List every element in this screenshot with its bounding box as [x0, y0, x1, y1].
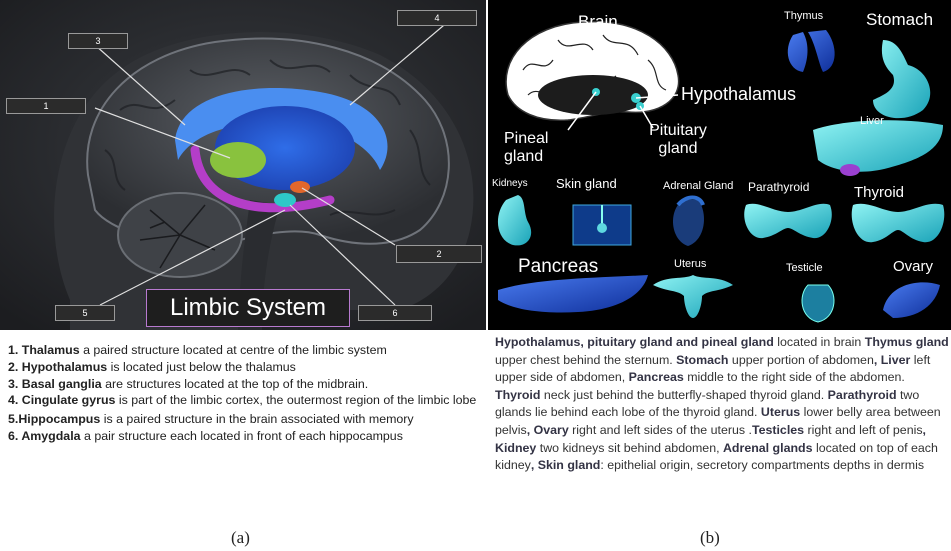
- label-number-2: 2: [396, 245, 482, 263]
- adrenal-gland: [673, 200, 704, 246]
- endocrine-description: Hypothalamus, pituitary gland and pineal…: [495, 334, 951, 475]
- gland-text: : epithelial origin, secretory compartme…: [600, 458, 924, 472]
- gland-text: middle to the right side of the abdomen.: [684, 370, 905, 384]
- stomach: [873, 40, 930, 118]
- label-testicle: Testicle: [786, 262, 823, 274]
- label-number-6: 6: [358, 305, 432, 321]
- label-number-5: 5: [55, 305, 115, 321]
- label-pituitary-gland: Pituitary gland: [638, 122, 718, 158]
- label-adrenal-gland: Adrenal Gland: [663, 180, 733, 192]
- gland-term: Pancreas: [629, 370, 684, 384]
- limbic-item-term: 3. Basal ganglia: [8, 377, 102, 391]
- label-number-4: 4: [397, 10, 477, 26]
- gland-term: Stomach: [676, 353, 728, 367]
- thymus: [788, 30, 835, 72]
- limbic-item-text: are structures located at the top of the…: [102, 377, 369, 391]
- label-liver: Liver: [860, 115, 884, 127]
- limbic-item: 2. Hypothalamus is located just below th…: [8, 359, 484, 376]
- limbic-descriptions: 1. Thalamus a paired structure located a…: [8, 342, 484, 445]
- gland-term: Parathyroid: [828, 388, 897, 402]
- label-pancreas: Pancreas: [518, 256, 598, 278]
- gland-term: Hypothalamus, pituitary gland and pineal…: [495, 335, 774, 349]
- limbic-item-term: 1. Thalamus: [8, 343, 80, 357]
- limbic-item-term: 2. Hypothalamus: [8, 360, 107, 374]
- limbic-item: 6. Amygdala a pair structure each locate…: [8, 428, 484, 445]
- gland-term: Testicles: [752, 423, 804, 437]
- kidney: [498, 195, 531, 245]
- gland-text: two kidneys sit behind abdomen,: [536, 441, 723, 455]
- label-stomach: Stomach: [866, 10, 933, 30]
- limbic-item-text: is part of the limbic cortex, the outerm…: [115, 393, 476, 407]
- limbic-item-text: is located just below the thalamus: [107, 360, 296, 374]
- limbic-item: 3. Basal ganglia are structures located …: [8, 376, 484, 393]
- thyroid: [852, 204, 945, 242]
- label-kidneys: Kidneys: [492, 178, 528, 189]
- gland-term: , Skin gland: [531, 458, 601, 472]
- gland-term: Thymus gland: [865, 335, 949, 349]
- label-thyroid: Thyroid: [854, 184, 904, 201]
- limbic-item-text: is a paired structure in the brain assoc…: [100, 412, 413, 426]
- gland-text: neck just behind the butterfly-shaped th…: [540, 388, 827, 402]
- limbic-item-term: 6. Amygdala: [8, 429, 81, 443]
- testicle: [802, 285, 834, 322]
- limbic-item: 1. Thalamus a paired structure located a…: [8, 342, 484, 359]
- caption-a: (a): [231, 528, 250, 548]
- label-brain: Brain: [578, 12, 618, 32]
- amygdala: [274, 193, 296, 207]
- limbic-item-text: a paired structure located at centre of …: [80, 343, 387, 357]
- gland-text: upper chest behind the sternum.: [495, 353, 676, 367]
- caption-b: (b): [700, 528, 720, 548]
- label-hypothalamus: Hypothalamus: [681, 84, 796, 105]
- label-skin-gland: Skin gland: [556, 176, 617, 191]
- pancreas: [498, 275, 648, 313]
- gland-term: Adrenal glands: [723, 441, 813, 455]
- gland-text: located in brain: [774, 335, 865, 349]
- gland-term: , Liver: [874, 353, 911, 367]
- label-uterus: Uterus: [674, 258, 706, 270]
- limbic-system-title: Limbic System: [146, 289, 350, 327]
- gland-text: upper portion of abdomen: [728, 353, 873, 367]
- gland-text: right and left sides of the uterus .: [569, 423, 752, 437]
- label-pineal-gland: Pineal gland: [504, 130, 574, 166]
- liver: [813, 120, 943, 171]
- limbic-brain-illustration: [0, 0, 486, 330]
- limbic-item-term: 5.Hippocampus: [8, 412, 100, 426]
- thalamus: [210, 142, 266, 178]
- gland-text: right and left of penis: [804, 423, 922, 437]
- label-ovary: Ovary: [893, 258, 933, 275]
- limbic-item-text: a pair structure each located in front o…: [81, 429, 403, 443]
- gland-term: Thyroid: [495, 388, 540, 402]
- parathyroid: [744, 204, 832, 238]
- limbic-system-panel: 3 4 1 2 5 6 Limbic System: [0, 0, 486, 330]
- gland-term: , Ovary: [527, 423, 569, 437]
- endocrine-glands-panel: Brain Thymus Stomach Hypothalamus Pineal…: [488, 0, 951, 330]
- limbic-item-term: 4. Cingulate gyrus: [8, 393, 115, 407]
- label-number-1: 1: [6, 98, 86, 114]
- gland-term: Uterus: [761, 405, 800, 419]
- label-parathyroid: Parathyroid: [748, 180, 809, 194]
- limbic-item: 5.Hippocampus is a paired structure in t…: [8, 411, 484, 428]
- label-number-3: 3: [68, 33, 128, 49]
- ovary: [883, 282, 940, 318]
- label-thymus: Thymus: [784, 10, 823, 22]
- uterus: [653, 275, 733, 318]
- limbic-item: 4. Cingulate gyrus is part of the limbic…: [8, 392, 484, 409]
